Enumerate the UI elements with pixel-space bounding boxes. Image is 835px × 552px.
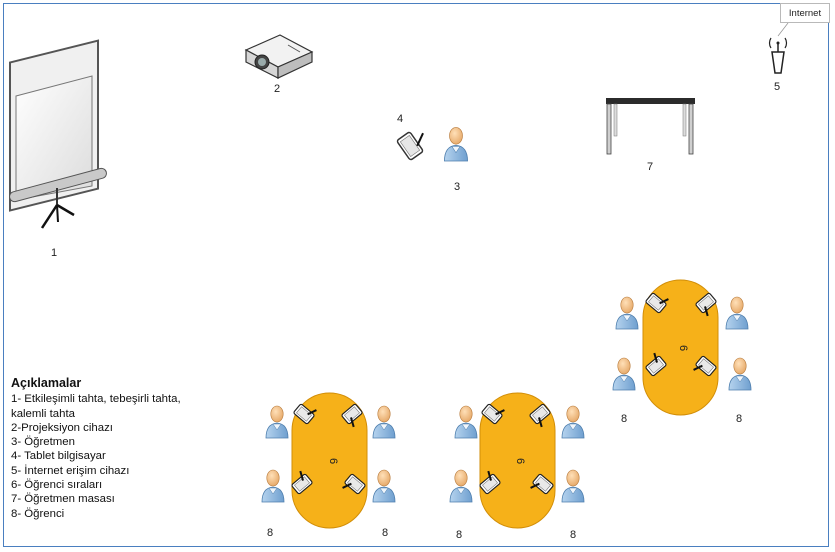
- teacher-table-icon: [606, 98, 695, 154]
- label-router: 5: [774, 81, 780, 93]
- projector-icon: [246, 35, 312, 78]
- legend-title: Açıklamalar: [11, 376, 181, 390]
- label-board: 1: [51, 247, 57, 259]
- label-projector: 2: [274, 83, 280, 95]
- label-tablet: 4: [397, 113, 403, 125]
- legend-item: 1- Etkileşimli tahta, tebeşirli tahta,: [11, 392, 181, 406]
- label-student: 8: [570, 529, 576, 541]
- teacher-icon: [444, 127, 467, 161]
- legend-item: 2-Projeksiyon cihazı: [11, 421, 181, 435]
- legend: Açıklamalar 1- Etkileşimli tahta, tebeşi…: [11, 376, 181, 521]
- legend-item: 6- Öğrenci sıraları: [11, 478, 181, 492]
- label-student: 8: [456, 529, 462, 541]
- label-student: 8: [621, 413, 627, 425]
- desk-label-left: 6: [327, 458, 339, 464]
- legend-item: 7- Öğretmen masası: [11, 492, 181, 506]
- legend-item: 4- Tablet bilgisayar: [11, 449, 181, 463]
- teacher-tablet-icon: [397, 126, 432, 161]
- label-student: 8: [382, 527, 388, 539]
- label-teacher-table: 7: [647, 161, 653, 173]
- internet-label: Internet: [780, 3, 830, 23]
- desk-label-right: 6: [677, 345, 689, 351]
- projection-screen-icon: [8, 41, 107, 228]
- label-teacher: 3: [454, 181, 460, 193]
- legend-item: 5- İnternet erişim cihazı: [11, 464, 181, 478]
- legend-item: kalemli tahta: [11, 407, 181, 421]
- router-icon: [769, 23, 788, 73]
- label-student: 8: [267, 527, 273, 539]
- legend-item: 8- Öğrenci: [11, 507, 181, 521]
- legend-item: 3- Öğretmen: [11, 435, 181, 449]
- label-student: 8: [736, 413, 742, 425]
- desk-label-middle: 6: [514, 458, 526, 464]
